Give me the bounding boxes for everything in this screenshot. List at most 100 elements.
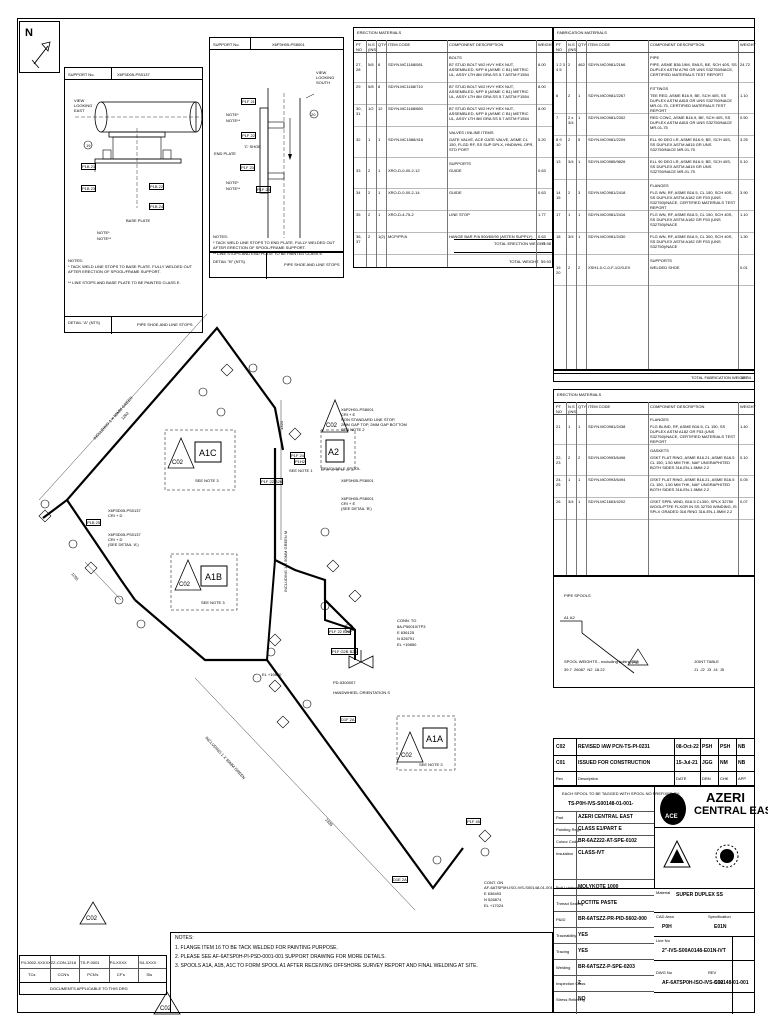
svg-text:2335: 2335: [324, 817, 334, 827]
detail-a-base-plate: BASE PLATE: [126, 218, 151, 223]
iso-tag-9: D1E 2A: [392, 876, 408, 883]
fm-cell: 7: [556, 115, 559, 120]
em1-row-line: [354, 157, 552, 158]
detail-b-note-b: NOTE*: [226, 180, 239, 185]
fm-col-1: N.S (INS): [568, 42, 578, 52]
joint-table-values: J1 J2 J3 J4 J5: [694, 667, 725, 672]
tag-prefix: TS-P0H-IVS-S00148-01-001-: [568, 801, 634, 807]
detail-a-panel: SUPPORT No. X6P3D05-PS0137 VIEW LOOKING …: [64, 67, 203, 334]
fm-cell: 2: [568, 190, 571, 195]
tb-label-inspection: Inspection Class: [556, 981, 586, 986]
fm-cell: 2: [568, 265, 571, 270]
em1-col-2: QTY: [378, 42, 387, 47]
fm-cell: WELDED SHOE: [650, 265, 680, 270]
logo-azeri: AZERI: [706, 790, 745, 805]
detail-a-note-2: ** LINE STOPS AND BASE PLATE TO BE PAINT…: [68, 280, 181, 285]
em2-cell: SDYN.MC1663/4202: [588, 499, 626, 504]
tb-value-bolt: MOLYKOTE 1000: [578, 884, 619, 890]
fm-col-4: COMPONENT DESCRIPTION: [650, 42, 705, 47]
detail-a-note-1: * TACK WELD LINE STOPS TO BASE PLATE. FU…: [68, 264, 193, 274]
em1-col-3: ITEM CODE: [388, 42, 411, 47]
em1-cell: 1: [378, 190, 381, 195]
em2-col-line-4: [648, 402, 649, 575]
revision-drn: JGG: [702, 760, 713, 766]
tb-label-trace: Traceability: [556, 933, 577, 938]
em2-section-title: GASKETS: [650, 448, 669, 453]
fm-cell: RED CONC, ASME B16.9, BE, SCH 40S, SS DU…: [650, 115, 733, 130]
detail-b-title: DETAIL "B" (NTS): [213, 259, 245, 264]
tb-right-label: DWG No: [656, 970, 672, 975]
tb-value-welding: BR-6ATSZZ-P-SPE-0203: [578, 964, 635, 970]
detail-a-drawing: 19: [75, 101, 203, 208]
north-label: N: [25, 27, 33, 39]
em1-col-line-4: [447, 40, 448, 267]
detail-b-tag-2: P1F 22: [241, 132, 256, 139]
iso-elevation: EL +19850: [262, 672, 282, 677]
detail-b-support-no: X6P3H05-PS8001: [272, 42, 305, 47]
em2-cell: 22, 23: [556, 455, 562, 465]
em1-cell: 0.63: [538, 234, 546, 239]
em1-cell: 5/8: [368, 62, 374, 67]
fm-cell: 1: [578, 234, 581, 239]
em2-col-4: COMPONENT DESCRIPTION: [650, 404, 705, 409]
fm-cell: 1: [578, 93, 581, 98]
fabrication-header: FABRICATION MATERIALS: [557, 30, 607, 35]
em1-cell: XRO-D-0-00-2-12: [388, 168, 420, 173]
iso-tag-2: P1H2: [294, 458, 307, 465]
em1-cell: SDYN.MC1588/416: [388, 137, 424, 142]
tb-right-value: P0H: [662, 924, 672, 930]
tb-right-line: [654, 936, 754, 937]
svg-text:19: 19: [86, 143, 91, 148]
fm-cell: 4628MM: [578, 62, 585, 67]
fm-row-line: [554, 232, 754, 233]
svg-text:C02: C02: [172, 460, 184, 466]
fm-cell: 13: [556, 159, 561, 164]
em1-row-line: [354, 126, 552, 127]
tb-line: [554, 927, 654, 928]
fm-cell: 1: [578, 212, 581, 217]
fm-cell: XSH1-0-C-0-F-1/2/0-EX: [588, 265, 631, 270]
tb-line: [554, 835, 654, 836]
em1-cell: GUIDE: [449, 168, 462, 173]
docs-line: [20, 982, 166, 983]
em1-row-line: [354, 188, 552, 189]
rev-triangle-bottom-1: C02: [79, 901, 107, 925]
docs-head: SIs: [146, 972, 153, 977]
fm-cell: 6: [556, 93, 559, 98]
docs-cell: P4-XXXX: [109, 960, 127, 965]
em2-cell: 1: [578, 477, 581, 482]
fm-cell: FLG WN, RF, ASME B16.5, CL 300, SCH 40S,…: [650, 234, 733, 249]
em2-cell: 2: [568, 455, 571, 460]
em1-head-line: [354, 52, 552, 53]
fm-cell: 3.90: [740, 190, 748, 195]
em2-col-0: PT NO: [556, 404, 562, 414]
em1-col-0: PT NO: [356, 42, 362, 52]
em1-cell: 34: [356, 190, 361, 195]
tb-right-line: [654, 992, 754, 993]
pipe-spools-panel: PIPE SPOOLS A1 A2 C02 SPOOL WEIGHTS - ex…: [553, 576, 755, 688]
tb-value-painting: CLASS E1/PART E: [578, 826, 622, 832]
detail-a-view-label: VIEW LOOKING EAST: [74, 98, 93, 113]
revision-col-line: [576, 739, 577, 787]
revision-head-drn: DRN: [702, 776, 711, 781]
docs-cell: ZZ-CON-1218: [50, 960, 76, 965]
fm-cell: 2: [578, 265, 581, 270]
revision-desc: ISSUED FOR CONSTRUCTION: [578, 760, 651, 766]
fm-cell: FLG WN, RF, ASME B16.5, CL 150, SCH 40S,…: [650, 190, 736, 210]
fm-cell: FLG WN, RF, ASME B16.5, CL 150, SCH 40S,…: [650, 212, 733, 227]
detail-b-notes-title: NOTES:: [213, 234, 228, 239]
detail-a-tag-3: P1B 23: [81, 185, 97, 192]
fm-cell: 3.25: [740, 137, 748, 142]
detail-a-note2: NOTE**: [97, 236, 112, 241]
em1-cell: 1: [368, 137, 371, 142]
em1-cell: SDYN.MC1168/081: [388, 62, 423, 67]
docs-cell: S4-XXXX: [139, 960, 157, 965]
svg-text:ACE: ACE: [665, 814, 678, 820]
fm-row-line: [554, 254, 754, 255]
ace-logo-icon: ACE: [660, 793, 686, 825]
rev-triangle-4: C02: [396, 730, 424, 763]
em1-cell: 35: [356, 212, 361, 217]
em1-cell: 27, 28: [356, 62, 362, 72]
em1-cell: HANGE BAR P/A 500/60/90 (ASTEN SUPPLY): [449, 234, 533, 239]
detail-a-title-right: PIPE SHOE AND LINE STOPS: [137, 322, 193, 327]
